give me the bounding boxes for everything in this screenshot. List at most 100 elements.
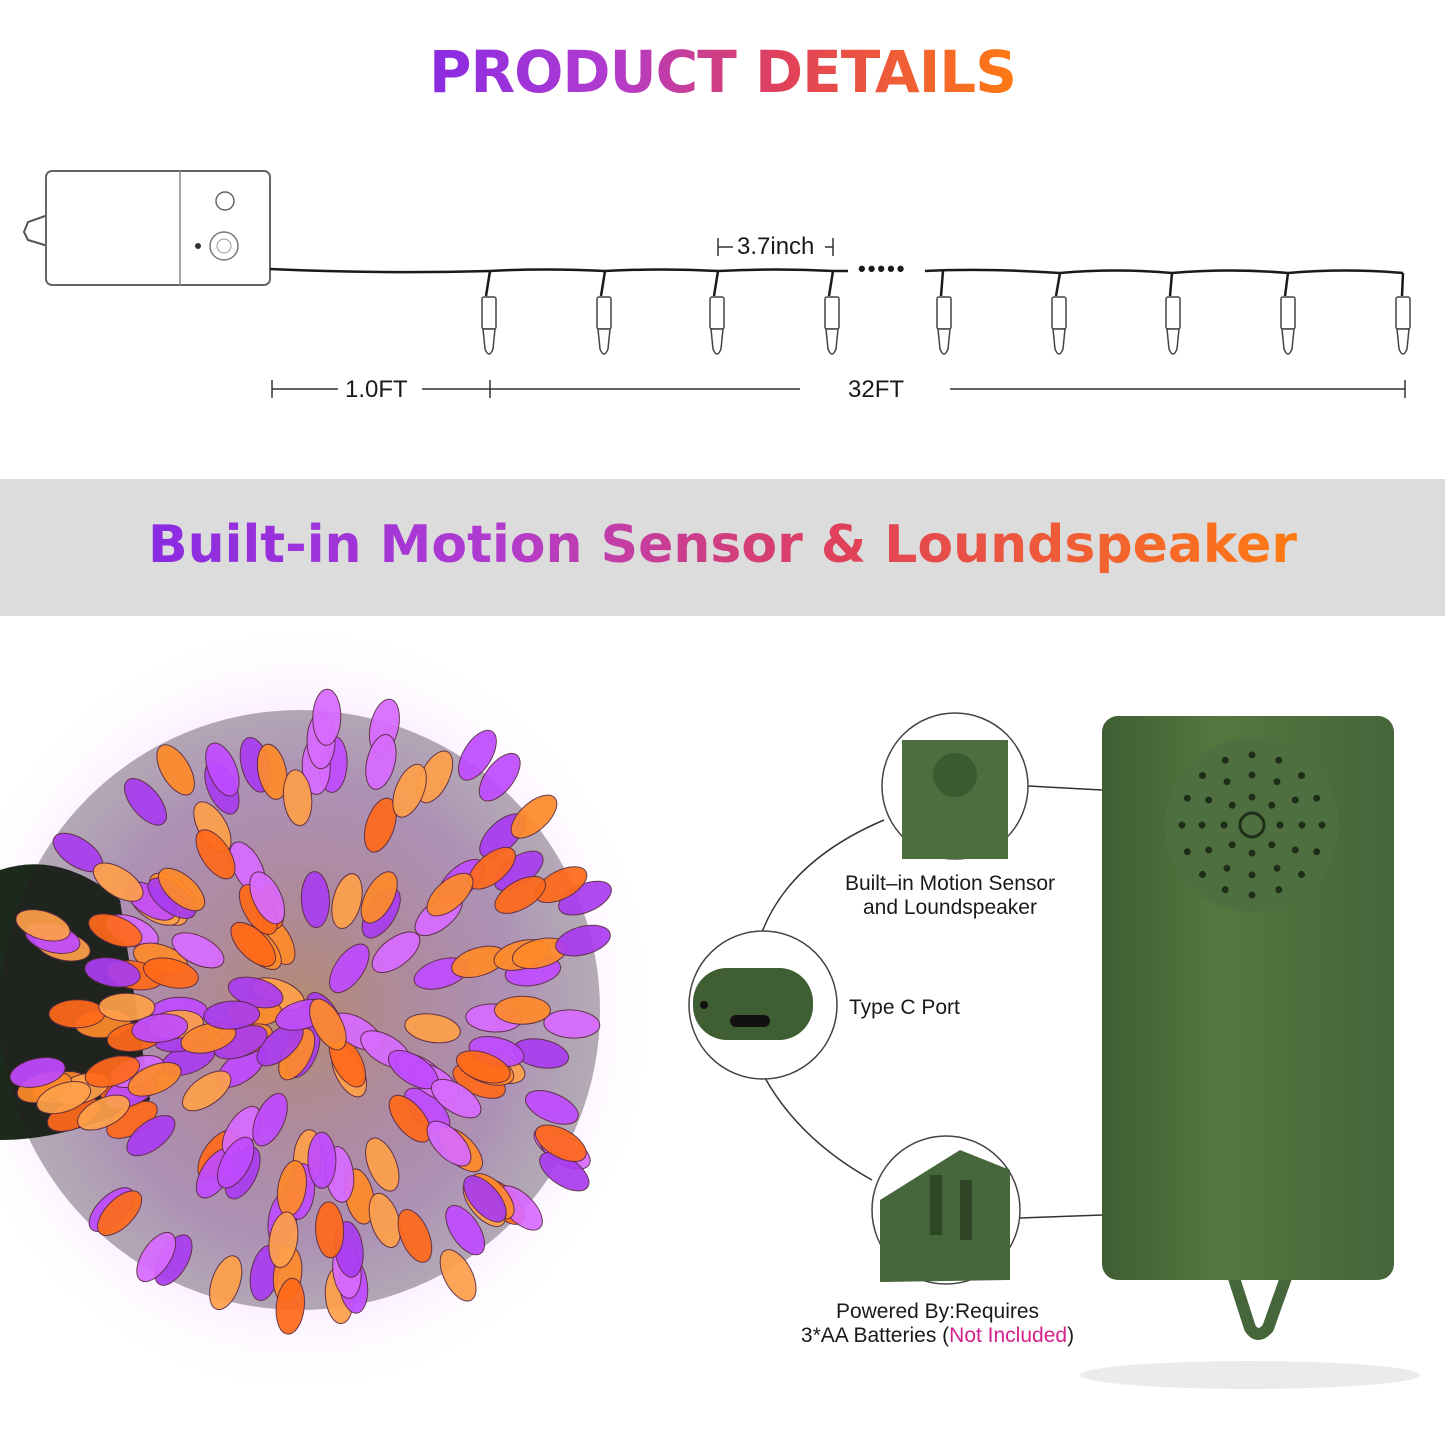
light-bulb [478, 752, 521, 802]
light-bulb [256, 743, 288, 800]
light-bulb [84, 1055, 141, 1088]
light-bulb [331, 873, 363, 929]
light-bulb [98, 992, 156, 1022]
light-bulb [205, 742, 240, 797]
light-bulb [365, 1137, 400, 1192]
light-bulb [143, 957, 199, 989]
total-length-label: 32FT [848, 376, 905, 403]
light-bulb [249, 871, 286, 925]
port-callout-image [688, 930, 838, 1080]
speaker-hole [1198, 821, 1206, 829]
spacing-bracket [717, 238, 834, 256]
speaker-hole [1221, 756, 1229, 764]
light-bulb [216, 1136, 255, 1189]
light-bulb [309, 998, 347, 1051]
speaker-hole [1205, 846, 1213, 854]
light-bulb [445, 1204, 486, 1256]
sensor-callout-image [881, 712, 1029, 860]
speaker-hole [1313, 794, 1321, 802]
light-bulb [543, 1009, 601, 1039]
light-bulb [181, 1070, 232, 1112]
light-bulb [312, 688, 342, 746]
light-bulb [300, 871, 330, 929]
speaker-hole [1273, 778, 1281, 786]
speaker-hole [1183, 848, 1191, 856]
speaker-hole [1318, 821, 1326, 829]
light-bulb [131, 1013, 189, 1043]
bulb [936, 296, 952, 355]
battery-box-product [1080, 716, 1420, 1389]
feature-headline: Built-in Motion Sensor & Loundspeaker [147, 515, 1298, 575]
light-bulb [171, 932, 225, 969]
speaker-hole [1205, 796, 1213, 804]
speaker-hole [1273, 864, 1281, 872]
speaker-hole [1298, 821, 1306, 829]
light-bulb [493, 995, 551, 1025]
callout-connectors [761, 785, 1103, 1219]
speaker-hole [1223, 778, 1231, 786]
bulb [1395, 296, 1411, 355]
speaker-hole [1291, 796, 1299, 804]
speaker-hole [1268, 801, 1276, 809]
speaker-hole [1248, 891, 1256, 899]
light-bulb [136, 1231, 177, 1283]
light-bulb [404, 1013, 461, 1044]
speaker-hole [1248, 751, 1256, 759]
ellipsis-dots: ••••• [858, 256, 907, 281]
speaker-hole [1199, 871, 1206, 878]
speaker-hole [1183, 794, 1191, 802]
light-bulb [555, 924, 611, 957]
speaker-hole [1248, 771, 1256, 779]
light-bulb [84, 957, 141, 988]
light-bulb [315, 1201, 345, 1259]
light-bulb [127, 1061, 182, 1097]
speaker-hole [1223, 864, 1231, 872]
light-bulb [457, 729, 497, 781]
light-bulb [534, 1124, 587, 1162]
feature-band [0, 479, 1445, 616]
speaker-hole [1199, 772, 1206, 779]
light-bulb [230, 921, 276, 967]
light-bulb [77, 1094, 131, 1131]
speaker-hole [1276, 821, 1284, 829]
light-bulb [48, 999, 106, 1029]
bulb [1051, 296, 1067, 355]
light-bulb [397, 1209, 433, 1263]
light-bulb [275, 1277, 306, 1335]
string-light-diagram [22, 170, 1411, 398]
light-bulb [209, 1255, 243, 1311]
speaker-hole [1248, 849, 1256, 857]
speaker-hole [1248, 793, 1256, 801]
light-bulb [426, 1120, 472, 1167]
light-bulb [365, 734, 397, 790]
light-bulb [180, 1022, 237, 1054]
light-bulb [252, 1093, 288, 1147]
sensor-callout: Built–in Motion Sensor and Loundspeaker [844, 872, 1056, 919]
light-bulb [268, 1211, 299, 1269]
light-bulb [510, 794, 558, 839]
battery-box-outline [22, 170, 271, 286]
bulb [481, 296, 497, 355]
light-bulb [158, 867, 206, 912]
light-bulb [364, 797, 397, 853]
speaker-hole [1221, 886, 1229, 894]
bulb [1165, 296, 1181, 355]
light-bulb [329, 943, 370, 994]
light-bulb [9, 1057, 66, 1088]
spacing-label: 3.7inch [737, 233, 815, 260]
bulbs [481, 296, 1411, 355]
speaker-hole [1313, 848, 1321, 856]
light-bulb [360, 871, 398, 924]
light-bulb [525, 1090, 579, 1125]
light-bulb [97, 1190, 143, 1236]
light-bulb [368, 1192, 402, 1248]
bulb [1280, 296, 1296, 355]
speaker-hole [1248, 871, 1256, 879]
speaker-hole [1268, 841, 1276, 849]
light-bulb [126, 1114, 176, 1157]
speaker-hole [1275, 886, 1283, 894]
light-bulb [36, 1081, 92, 1115]
light-bulb [88, 913, 143, 948]
wire [269, 267, 1405, 297]
lead-length-label: 1.0FT [345, 376, 408, 403]
